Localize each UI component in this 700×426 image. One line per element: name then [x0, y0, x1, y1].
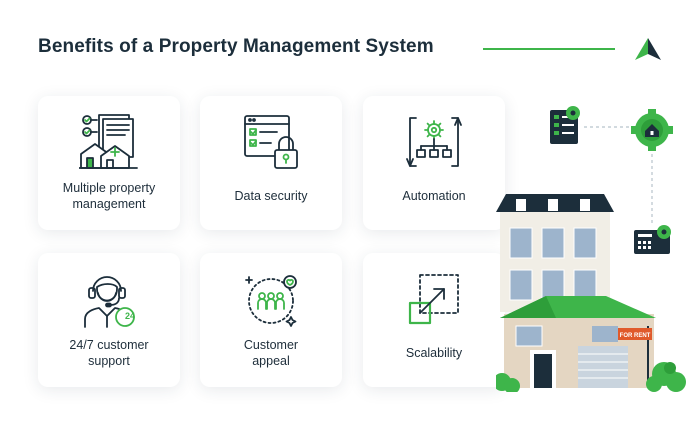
- support-24-text: 24: [124, 311, 135, 321]
- for-rent-sign: FOR RENT: [618, 326, 652, 388]
- benefit-label: Multiple property management: [62, 181, 156, 211]
- benefit-label: Automation: [402, 189, 466, 203]
- benefit-card-multiple-property: Multiple property management: [38, 96, 180, 230]
- gear-house-icon: [631, 109, 673, 151]
- benefit-label: Customer appeal: [243, 338, 299, 368]
- benefit-card-data-security: Data security: [200, 96, 342, 230]
- keypad-icon: [634, 225, 671, 254]
- scale-up-icon: [408, 274, 459, 325]
- benefit-label: 24/7 customer support: [69, 338, 149, 368]
- benefit-label: Scalability: [405, 346, 463, 360]
- support-agent-icon: [84, 276, 135, 328]
- houses-document-icon: [79, 114, 138, 169]
- for-rent-label: FOR RENT: [620, 333, 651, 339]
- benefit-card-automation: Automation: [363, 96, 505, 230]
- brand-logo-icon: [635, 38, 661, 60]
- benefit-card-customer-support: 24 24/7 customer support: [38, 253, 180, 387]
- benefit-card-scalability: Scalability: [363, 253, 505, 387]
- benefit-card-customer-appeal: Customer appeal: [200, 253, 342, 387]
- browser-lock-icon: [244, 115, 298, 169]
- gear-flow-icon: [406, 117, 462, 167]
- benefit-label: Data security: [234, 189, 308, 203]
- connector-lines: [584, 126, 653, 226]
- checklist-gear-icon: [550, 106, 580, 144]
- title-divider: [483, 48, 615, 50]
- people-heart-icon: [245, 275, 297, 327]
- house-illustration: FOR RENT: [496, 106, 686, 392]
- page-title: Benefits of a Property Management System: [38, 36, 434, 57]
